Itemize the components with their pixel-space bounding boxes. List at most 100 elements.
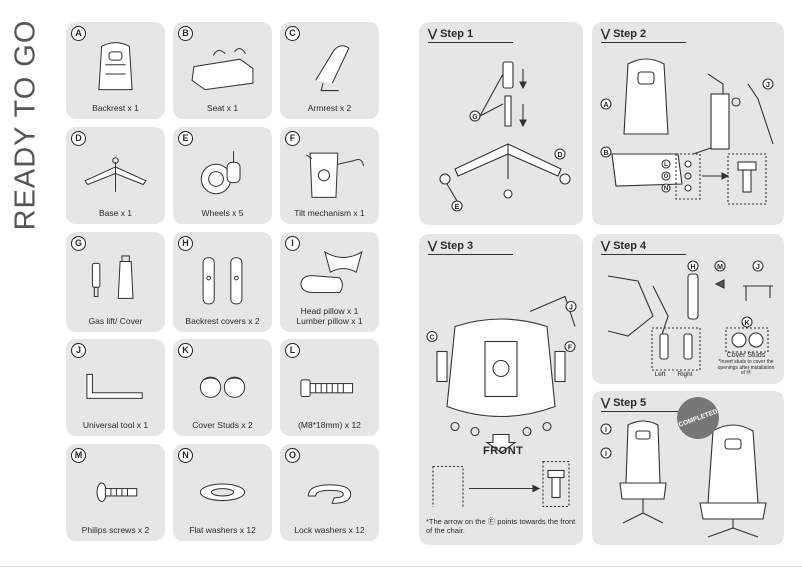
svg-text:J: J xyxy=(756,264,760,271)
svg-text:M: M xyxy=(717,264,723,271)
part-letter-badge: J xyxy=(71,343,86,358)
step-2-panel: ⋁ Step 2 A B J L O N xyxy=(592,22,784,225)
part-letter-badge: E xyxy=(178,131,193,146)
part-card-e: E Wheels x 5 xyxy=(173,127,272,224)
part-card-h: H Backrest covers x 2 xyxy=(173,232,272,332)
part-label: Gas lift/ Cover xyxy=(88,315,143,326)
part-label: Flat washers x 12 xyxy=(189,524,256,535)
svg-text:I: I xyxy=(605,451,607,458)
pillow-icon xyxy=(288,246,371,304)
part-card-n: N Flat washers x 12 xyxy=(173,444,272,541)
part-label: Seat x 1 xyxy=(206,102,239,113)
backrest-covers-icon xyxy=(181,246,264,312)
part-label: Lock washers x 12 xyxy=(294,524,365,535)
front-label: FRONT xyxy=(483,445,524,457)
step-2-diagram: A B J L O N xyxy=(598,44,778,219)
part-card-g: G Gas lift/ Cover xyxy=(66,232,165,332)
svg-text:G: G xyxy=(472,114,478,121)
svg-text:J: J xyxy=(766,82,770,89)
step-3-title: ⋁ Step 3 xyxy=(428,240,514,255)
part-label: Tilt mechanism x 1 xyxy=(294,207,365,218)
part-label: (M8*18mm) x 12 xyxy=(298,419,361,430)
svg-text:L: L xyxy=(664,162,668,168)
cover-studs-label: Cover Studs xyxy=(726,352,766,359)
step-5-title: ⋁ Step 5 xyxy=(601,397,687,412)
part-card-f: F Tilt mechanism x 1 xyxy=(280,127,379,224)
gas-lift-icon xyxy=(74,246,157,312)
part-label: Philips screws x 2 xyxy=(81,524,150,535)
philips-screw-icon xyxy=(74,458,157,521)
part-letter-badge: I xyxy=(285,236,300,251)
universal-tool-icon xyxy=(74,353,157,416)
part-card-a: A Backrest x 1 xyxy=(66,22,165,119)
part-label: Backrest covers x 2 xyxy=(185,315,260,326)
flat-washer-icon xyxy=(181,458,264,521)
armrest-icon xyxy=(288,36,371,99)
part-card-i: I Head pillow x 1 Lumber pillow x 1 xyxy=(280,232,379,332)
part-label: Universal tool x 1 xyxy=(82,419,149,430)
part-card-j: J Universal tool x 1 xyxy=(66,339,165,436)
part-label: Cover Studs x 2 xyxy=(192,419,253,430)
part-letter-badge: N xyxy=(178,448,193,463)
base-icon xyxy=(74,141,157,204)
backrest-icon xyxy=(74,36,157,99)
step-4-title: ⋁ Step 4 xyxy=(601,240,687,255)
step-3-diagram: J C F xyxy=(425,256,577,507)
svg-text:J: J xyxy=(569,305,573,312)
step-3-note: *The arrow on the Ⓕ points towards the f… xyxy=(426,517,576,535)
part-letter-badge: G xyxy=(71,236,86,251)
step-4-panel: ⋁ Step 4 H M J K Left Right Cover Studs … xyxy=(592,234,784,384)
cover-studs-icon xyxy=(181,353,264,416)
part-card-c: C Armrest x 2 xyxy=(280,22,379,119)
page-title-text: READY TO GO xyxy=(9,19,42,231)
svg-text:E: E xyxy=(455,204,460,211)
page-title: READY TO GO xyxy=(6,19,46,231)
step-1-title: ⋁ Step 1 xyxy=(428,28,514,43)
completed-stamp-text: COMPLETED xyxy=(677,407,719,429)
svg-text:I: I xyxy=(605,427,607,434)
seat-icon xyxy=(181,36,264,99)
part-letter-badge: C xyxy=(285,26,300,41)
cover-studs-note: *Insert studs to cover the openings afte… xyxy=(717,359,775,376)
svg-text:D: D xyxy=(557,152,562,159)
part-letter-badge: H xyxy=(178,236,193,251)
part-card-m: M Philips screws x 2 xyxy=(66,444,165,541)
part-label: Wheels x 5 xyxy=(201,207,244,218)
part-label: Base x 1 xyxy=(98,207,133,218)
part-letter-badge: M xyxy=(71,448,86,463)
svg-text:K: K xyxy=(744,320,749,327)
part-card-o: O Lock washers x 12 xyxy=(280,444,379,541)
part-letter-badge: F xyxy=(285,131,300,146)
wheel-icon xyxy=(181,141,264,204)
part-label: Backrest x 1 xyxy=(92,102,139,113)
part-card-l: L (M8*18mm) x 12 xyxy=(280,339,379,436)
right-label: Right xyxy=(677,371,693,378)
bolt-icon xyxy=(288,353,371,416)
part-card-b: B Seat x 1 xyxy=(173,22,272,119)
part-letter-badge: D xyxy=(71,131,86,146)
svg-text:F: F xyxy=(568,345,573,352)
svg-text:B: B xyxy=(603,150,608,157)
step-1-diagram: G D E xyxy=(425,44,577,219)
tilt-mechanism-icon xyxy=(288,141,371,204)
svg-text:H: H xyxy=(690,264,695,271)
step-5-diagram: I I xyxy=(598,413,778,539)
svg-text:N: N xyxy=(664,186,668,192)
part-letter-badge: K xyxy=(178,343,193,358)
step-5-panel: ⋁ Step 5 I I COMPLETED xyxy=(592,391,784,545)
step-1-panel: ⋁ Step 1 G D E xyxy=(419,22,583,225)
svg-text:C: C xyxy=(429,335,434,342)
svg-text:O: O xyxy=(664,174,669,180)
part-letter-badge: A xyxy=(71,26,86,41)
part-label: Armrest x 2 xyxy=(307,102,352,113)
part-letter-badge: B xyxy=(178,26,193,41)
lock-washer-icon xyxy=(288,458,371,521)
step-2-title: ⋁ Step 2 xyxy=(601,28,687,43)
part-card-k: K Cover Studs x 2 xyxy=(173,339,272,436)
part-label: Head pillow x 1 Lumber pillow x 1 xyxy=(296,306,363,326)
part-letter-badge: O xyxy=(285,448,300,463)
part-letter-badge: L xyxy=(285,343,300,358)
step-3-panel: ⋁ Step 3 J C F FRONT *The arrow on the Ⓕ… xyxy=(419,234,583,545)
left-label: Left xyxy=(654,371,666,378)
part-card-d: D Base x 1 xyxy=(66,127,165,224)
